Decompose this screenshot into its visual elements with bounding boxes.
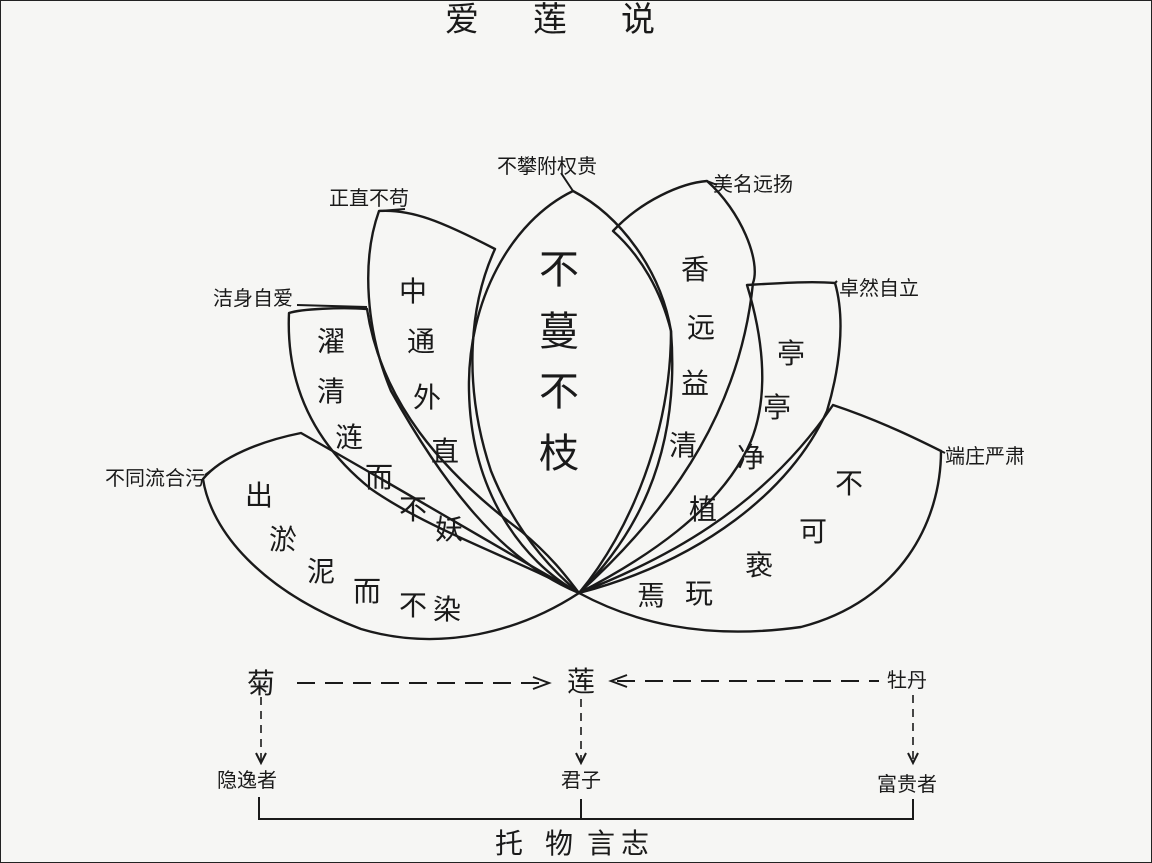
arrowhead-center-down — [575, 752, 587, 766]
person-right: 富贵者 — [877, 772, 937, 796]
label-right-mid: 卓然自立 — [839, 276, 919, 300]
right-outer-char-5: 焉 — [637, 579, 665, 612]
right-mid-char-3: 净 — [737, 441, 765, 474]
left-mid-char-3: 涟 — [335, 421, 363, 454]
petal-left-inner — [367, 209, 580, 595]
center-char-3: 不 — [539, 369, 579, 415]
person-left: 隐逸者 — [217, 768, 277, 792]
left-outer-char-2: 淤 — [269, 523, 297, 556]
right-inner-char-4: 清 — [669, 429, 697, 462]
leader-left-upper — [378, 208, 406, 212]
leader-left-mid — [296, 304, 368, 308]
conclusion-char-2: 物 — [545, 827, 573, 860]
label-right-low: 端庄严肃 — [945, 444, 1025, 468]
petal-right-inner — [578, 179, 756, 594]
petal-right-outer — [577, 403, 943, 633]
petal-left-mid — [287, 307, 580, 595]
left-inner-char-2: 通 — [407, 325, 435, 358]
center-char-4: 枝 — [539, 431, 579, 477]
left-mid-char-4: 而 — [365, 461, 393, 494]
arrowhead-right-down — [907, 752, 919, 766]
left-outer-char-3: 泥 — [307, 555, 335, 588]
leader-right-low — [940, 450, 946, 454]
right-outer-char-2: 可 — [799, 515, 827, 548]
flower-center: 莲 — [567, 665, 595, 698]
petal-right-mid — [578, 280, 842, 595]
arrowhead-left-down — [255, 752, 267, 766]
center-char-2: 蔓 — [539, 309, 579, 355]
right-inner-char-5: 植 — [689, 493, 717, 526]
title-char-2: 莲 — [533, 1, 569, 40]
label-top: 不攀附权贵 — [497, 154, 597, 178]
left-mid-char-6: 妖 — [435, 513, 463, 546]
label-left-low: 不同流合污 — [105, 466, 205, 490]
left-mid-char-2: 清 — [317, 375, 345, 408]
arrowhead-right-to-center — [608, 674, 628, 688]
right-outer-char-1: 不 — [835, 467, 863, 500]
label-left-mid: 洁身自爱 — [213, 286, 293, 310]
label-right-upper: 美名远扬 — [713, 172, 793, 196]
leader-right-mid — [834, 280, 838, 284]
right-inner-char-3: 益 — [681, 367, 709, 400]
left-inner-char-4: 直 — [431, 435, 459, 468]
left-inner-char-3: 外 — [413, 381, 441, 414]
title-char-1: 爱 — [445, 1, 481, 40]
conclusion-char-1: 托 — [495, 827, 523, 860]
right-inner-char-1: 香 — [681, 253, 709, 286]
conclusion-char-3: 言 — [587, 827, 615, 860]
left-outer-char-5: 不 — [399, 589, 427, 622]
right-mid-char-2: 亭 — [763, 391, 791, 424]
right-mid-char-1: 亭 — [777, 337, 805, 370]
leader-top — [560, 172, 574, 192]
label-left-upper: 正直不苟 — [329, 186, 409, 210]
left-outer-char-1: 出 — [245, 479, 273, 512]
right-outer-char-4: 玩 — [685, 577, 713, 610]
left-outer-char-6: 染 — [433, 593, 461, 626]
flower-right: 牡丹 — [887, 668, 927, 692]
left-outer-char-4: 而 — [353, 575, 381, 608]
leader-right-upper — [706, 180, 718, 186]
left-mid-char-5: 不 — [399, 493, 427, 526]
right-outer-char-3: 亵 — [745, 549, 773, 582]
left-inner-char-1: 中 — [399, 275, 427, 308]
right-inner-char-2: 远 — [687, 311, 715, 344]
center-char-1: 不 — [539, 247, 579, 293]
conclusion-bracket — [258, 797, 914, 820]
petal-left-outer — [201, 431, 581, 641]
arrowhead-left-to-center — [532, 676, 552, 690]
person-center: 君子 — [561, 768, 601, 792]
left-mid-char-1: 濯 — [317, 325, 345, 358]
flower-left: 菊 — [247, 667, 275, 700]
title-char-3: 说 — [621, 1, 657, 40]
conclusion-char-4: 志 — [621, 827, 649, 860]
leader-left-low — [204, 468, 214, 476]
